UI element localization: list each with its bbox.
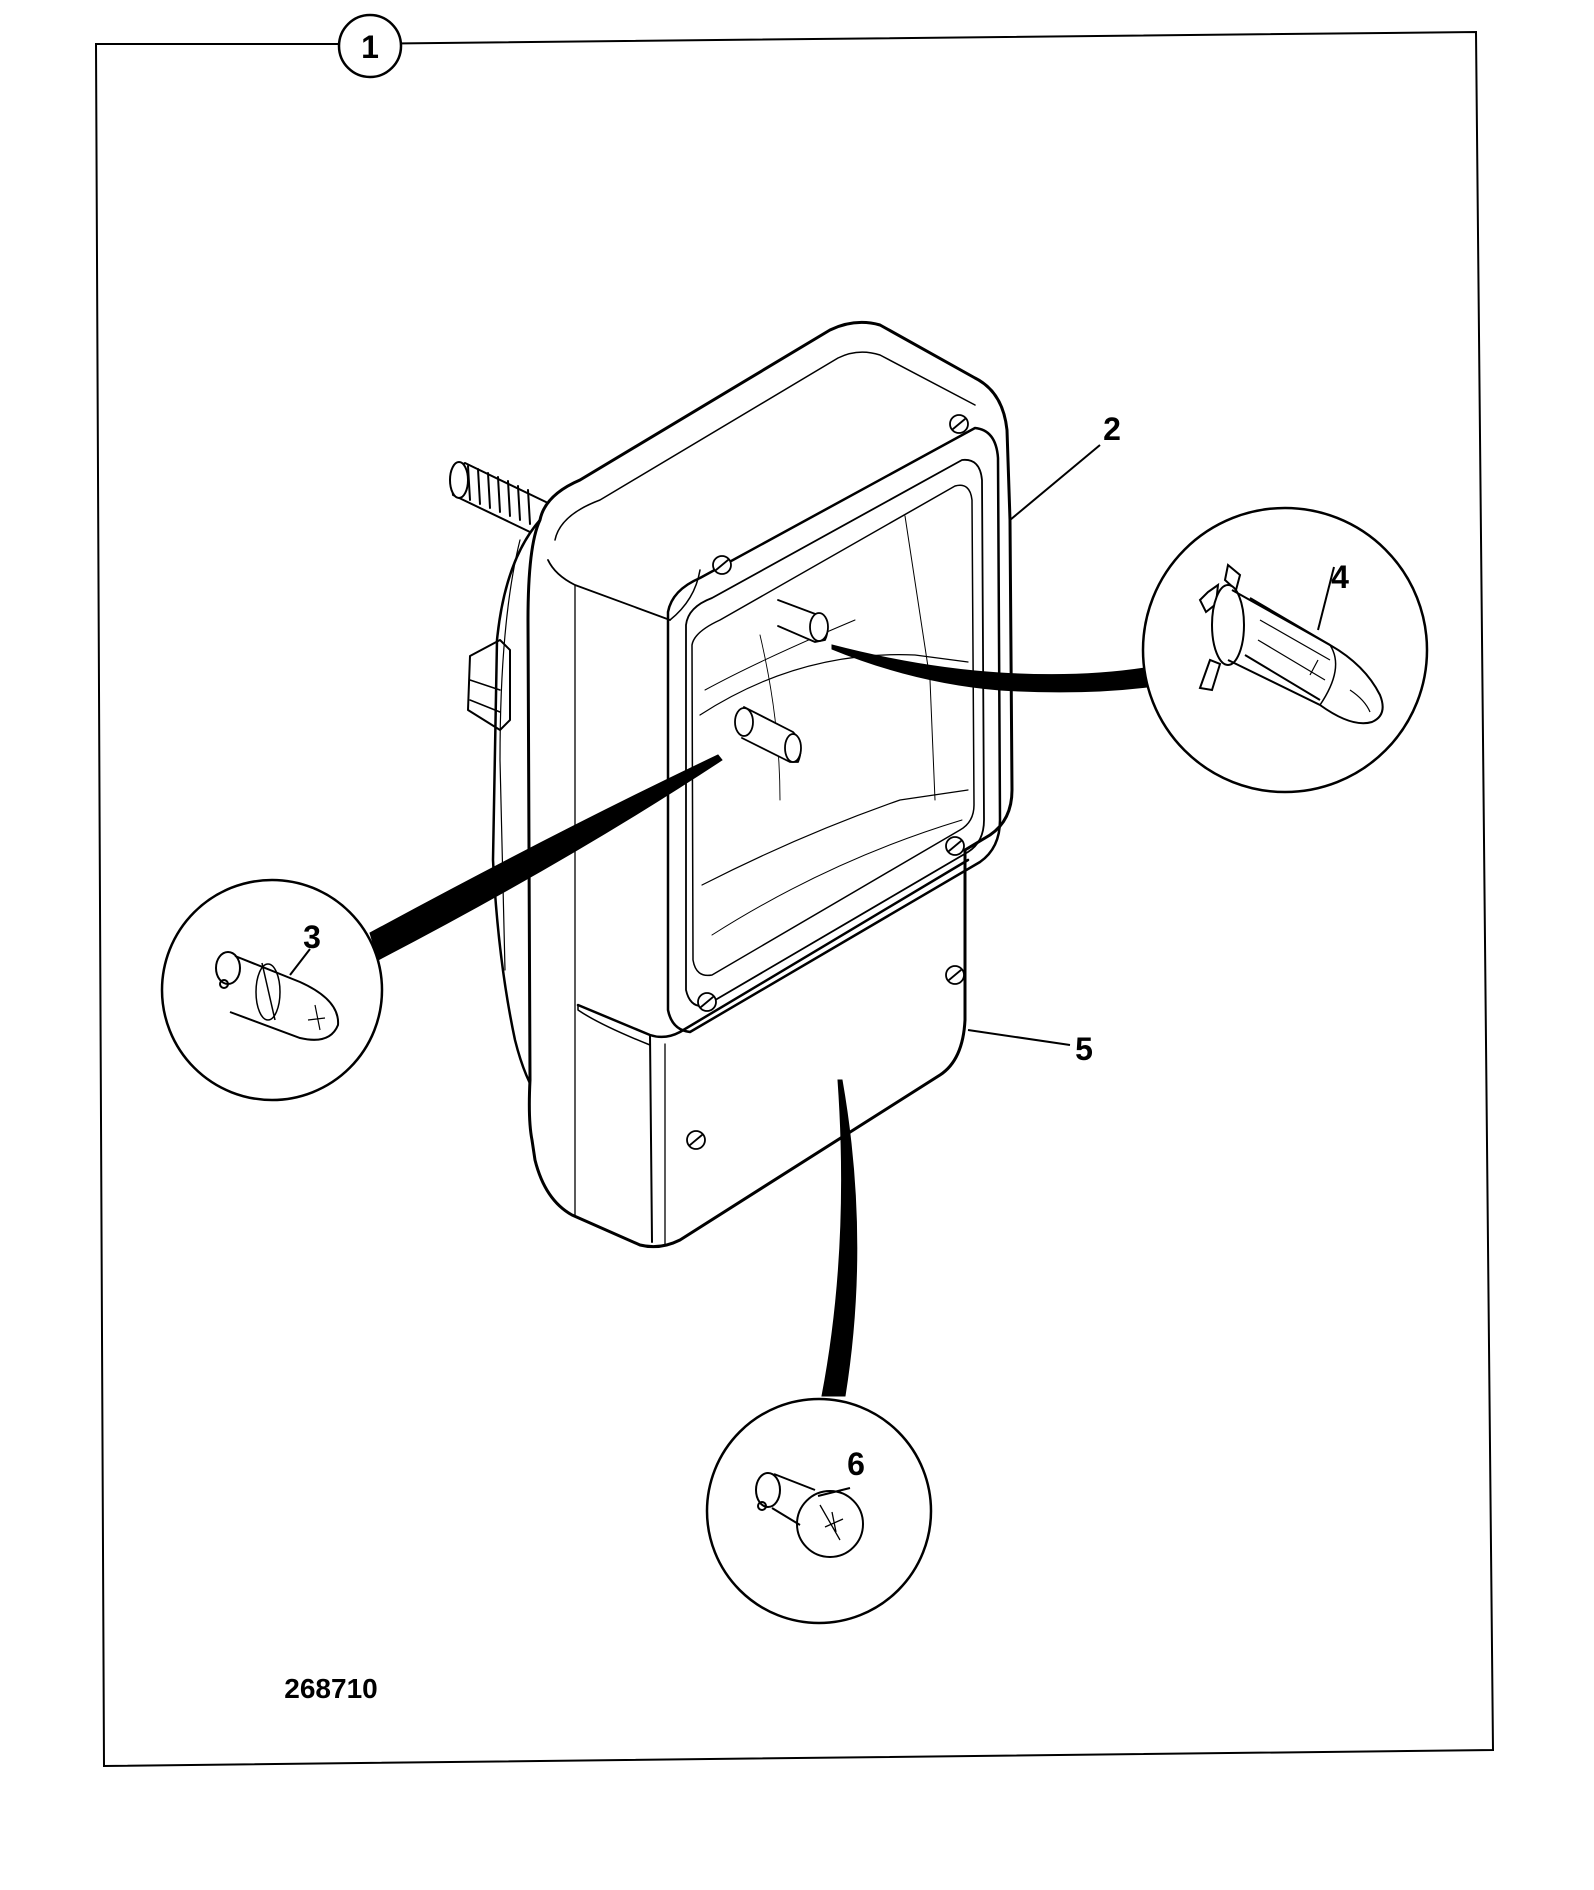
figure-number-badge: 1	[337, 13, 403, 79]
callout-housing: 2	[1103, 411, 1121, 447]
leader-housing	[1009, 444, 1101, 521]
side-bulb-icon	[215, 951, 340, 1041]
callout-side-bulb: 3	[303, 919, 321, 955]
mounting-stud	[449, 461, 549, 533]
lamp-housing	[449, 320, 1014, 1249]
back-shell	[491, 518, 542, 1102]
lens-window	[691, 484, 975, 977]
side-bulb-stub	[734, 706, 802, 763]
headlamp-bulb-icon	[1198, 563, 1384, 725]
lower-lens	[576, 858, 970, 1246]
detail-headlamp-bulb: 4	[1141, 506, 1429, 794]
bezel-screws	[697, 414, 969, 1012]
callout-lower-lens: 5	[1075, 1031, 1093, 1067]
drawing-reference: 268710	[284, 1673, 377, 1704]
leader-lower-lens	[967, 1029, 1071, 1046]
housing-outline	[526, 320, 1014, 1249]
frame	[94, 30, 1495, 1768]
callout-plate-bulb: 6	[847, 1446, 865, 1482]
detail-plate-bulb: 6	[705, 1397, 933, 1625]
pointer-plate-bulb	[821, 1079, 858, 1397]
headlamp-bulb-stub	[777, 599, 829, 643]
callout-headlamp-bulb: 4	[1331, 559, 1349, 595]
figure-number: 1	[361, 29, 379, 65]
front-bezel	[666, 426, 1002, 1034]
detail-side-bulb: 3	[160, 878, 384, 1102]
plate-bulb-icon	[755, 1472, 864, 1558]
